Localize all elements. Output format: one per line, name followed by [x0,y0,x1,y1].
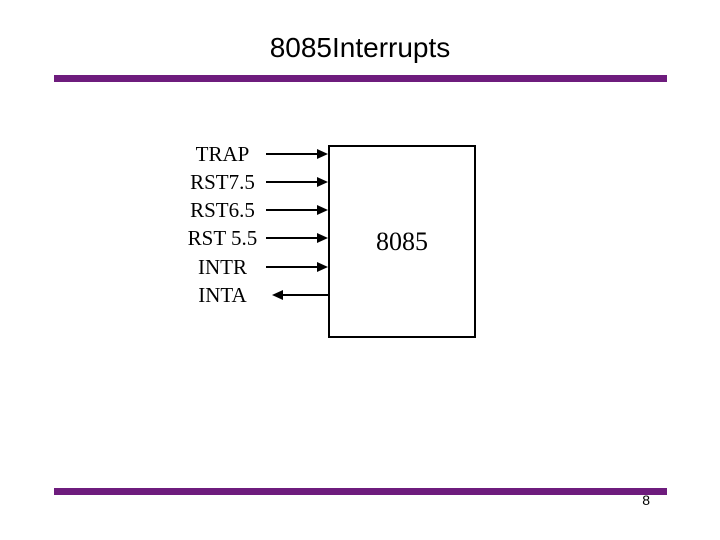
signal-arrow-intr [266,262,328,272]
footer-divider [54,488,667,495]
signal-label-trap: TRAP [195,142,250,166]
arrow-head-right-icon [317,233,328,243]
arrow-shaft [266,237,319,239]
arrow-shaft [266,266,319,268]
signal-arrow-inta [272,290,328,300]
arrow-head-right-icon [317,205,328,215]
signal-arrow-rst75 [266,177,328,187]
arrow-shaft [266,153,319,155]
arrow-head-right-icon [317,149,328,159]
arrow-head-right-icon [317,262,328,272]
slide-title: 8085Interrupts [269,32,451,63]
signal-arrow-rst65 [266,205,328,215]
signal-label-rst65: RST6.5 [190,198,255,222]
arrow-head-left-icon [272,290,283,300]
signal-label-inta: INTA [198,283,247,307]
chip-label: 8085 [376,226,428,256]
signal-label-intr: INTR [198,255,247,279]
chip-box: 8085 [328,145,476,338]
signal-arrow-rst55 [266,233,328,243]
signal-arrow-trap [266,149,328,159]
arrow-head-right-icon [317,177,328,187]
arrow-shaft [281,294,328,296]
signal-label-rst75: RST7.5 [190,170,255,194]
title-divider [54,75,667,82]
signal-label-rst55: RST 5.5 [187,226,258,250]
page-number: 8 [642,492,650,508]
arrow-shaft [266,209,319,211]
arrow-shaft [266,181,319,183]
